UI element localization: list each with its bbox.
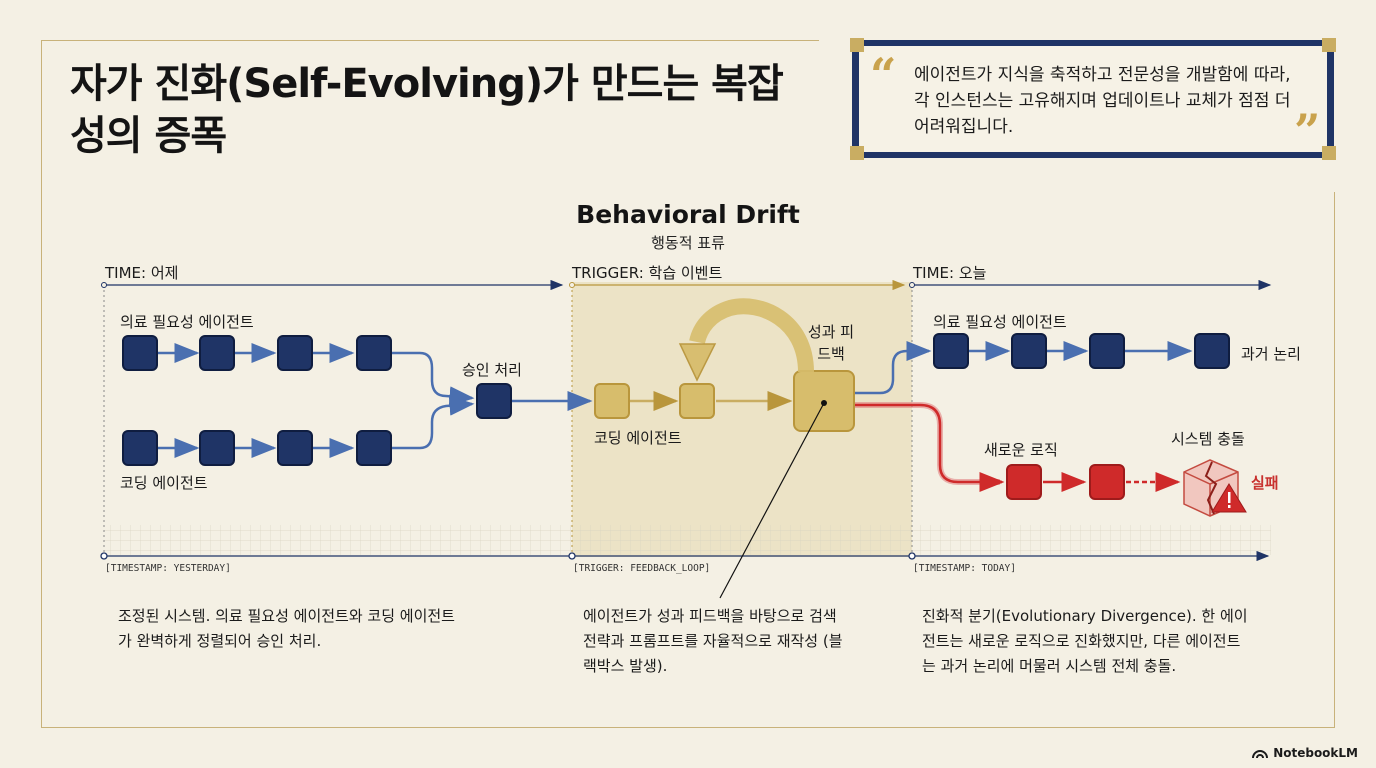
quote-right-border (1327, 46, 1334, 152)
feedback-loop-arrow-icon (678, 298, 814, 382)
quote-left-border (852, 46, 859, 152)
agent-node-red (1006, 464, 1125, 500)
timeline-dot (568, 552, 576, 560)
coding-agent-chain-left (158, 395, 475, 458)
label-failure: 실패 (1251, 474, 1279, 492)
agent-node-navy (933, 333, 1230, 369)
page-title: 자가 진화(Self-Evolving)가 만드는 복잡성의 증폭 (70, 61, 784, 159)
trigger-phase-zone (572, 282, 912, 557)
diagram-subtitle: 행동적 표류 (651, 234, 725, 252)
label-medical-agent-left: 의료 필요성 에이전트 (120, 313, 254, 331)
brand-name: NotebookLM (1273, 746, 1358, 760)
timeline-dot (909, 282, 915, 288)
quote-corner (1322, 38, 1336, 52)
label-past-logic: 과거 논리 (1241, 345, 1301, 363)
diagram-title: Behavioral Drift (576, 200, 800, 229)
timeline-dot (569, 282, 575, 288)
close-quote-icon: ” (1294, 104, 1321, 158)
label-coding-agent-mid: 코딩 에이전트 (594, 429, 682, 447)
branch-to-new-logic (855, 403, 1005, 492)
phase-label-yesterday: TIME: 어제 (105, 264, 179, 282)
label-system-conflict: 시스템 충돌 (1171, 430, 1245, 448)
phase-label-trigger: TRIGGER: 학습 이벤트 (572, 264, 723, 282)
timeline-dot (100, 552, 108, 560)
timestamp-trigger: [TRIGGER: FEEDBACK_LOOP] (573, 563, 711, 574)
medical-agent-chain-left (158, 343, 475, 407)
branch-to-past-logic (855, 341, 932, 395)
timestamp-today: [TIMESTAMP: TODAY] (913, 563, 1016, 574)
label-new-logic: 새로운 로직 (984, 441, 1058, 459)
description-today: 진화적 분기(Evolutionary Divergence). 한 에이전트는… (922, 607, 1248, 675)
quote-box: “ 에이전트가 지식을 축적하고 전문성을 개발함에 따라, 각 인스턴스는 고… (850, 38, 1336, 160)
open-quote-icon: “ (870, 48, 897, 102)
label-feedback: 성과 피드백 (807, 323, 855, 363)
quote-corner (850, 146, 864, 160)
agent-node-navy (122, 335, 512, 466)
timeline-dot (101, 282, 107, 288)
warning-icon (1211, 483, 1247, 513)
frame-right-line (1334, 192, 1335, 728)
description-yesterday: 조정된 시스템. 의료 필요성 에이전트와 코딩 에이전트가 완벽하게 정렬되어… (118, 607, 455, 650)
label-approval: 승인 처리 (462, 361, 522, 379)
quote-corner (1322, 146, 1336, 160)
phase-label-today: TIME: 오늘 (913, 264, 987, 282)
description-trigger: 에이전트가 성과 피드백을 바탕으로 검색 전략과 프롬프트를 자율적으로 재작… (583, 607, 843, 675)
label-medical-agent-right: 의료 필요성 에이전트 (933, 313, 1067, 331)
quote-text: 에이전트가 지식을 축적하고 전문성을 개발함에 따라, 각 인스턴스는 고유해… (914, 65, 1291, 137)
timestamp-yesterday: [TIMESTAMP: YESTERDAY] (105, 563, 231, 574)
pointer-line (719, 402, 825, 599)
brand-logo: NotebookLM (1252, 746, 1358, 760)
timeline-grid (104, 525, 1271, 555)
quote-corner (850, 38, 864, 52)
frame-left-line (41, 40, 42, 728)
frame-top-line (41, 40, 819, 41)
frame-bottom-line (41, 727, 1335, 728)
notebooklm-icon (1252, 750, 1269, 759)
label-coding-agent-left: 코딩 에이전트 (120, 474, 208, 492)
timeline-dot (908, 552, 916, 560)
